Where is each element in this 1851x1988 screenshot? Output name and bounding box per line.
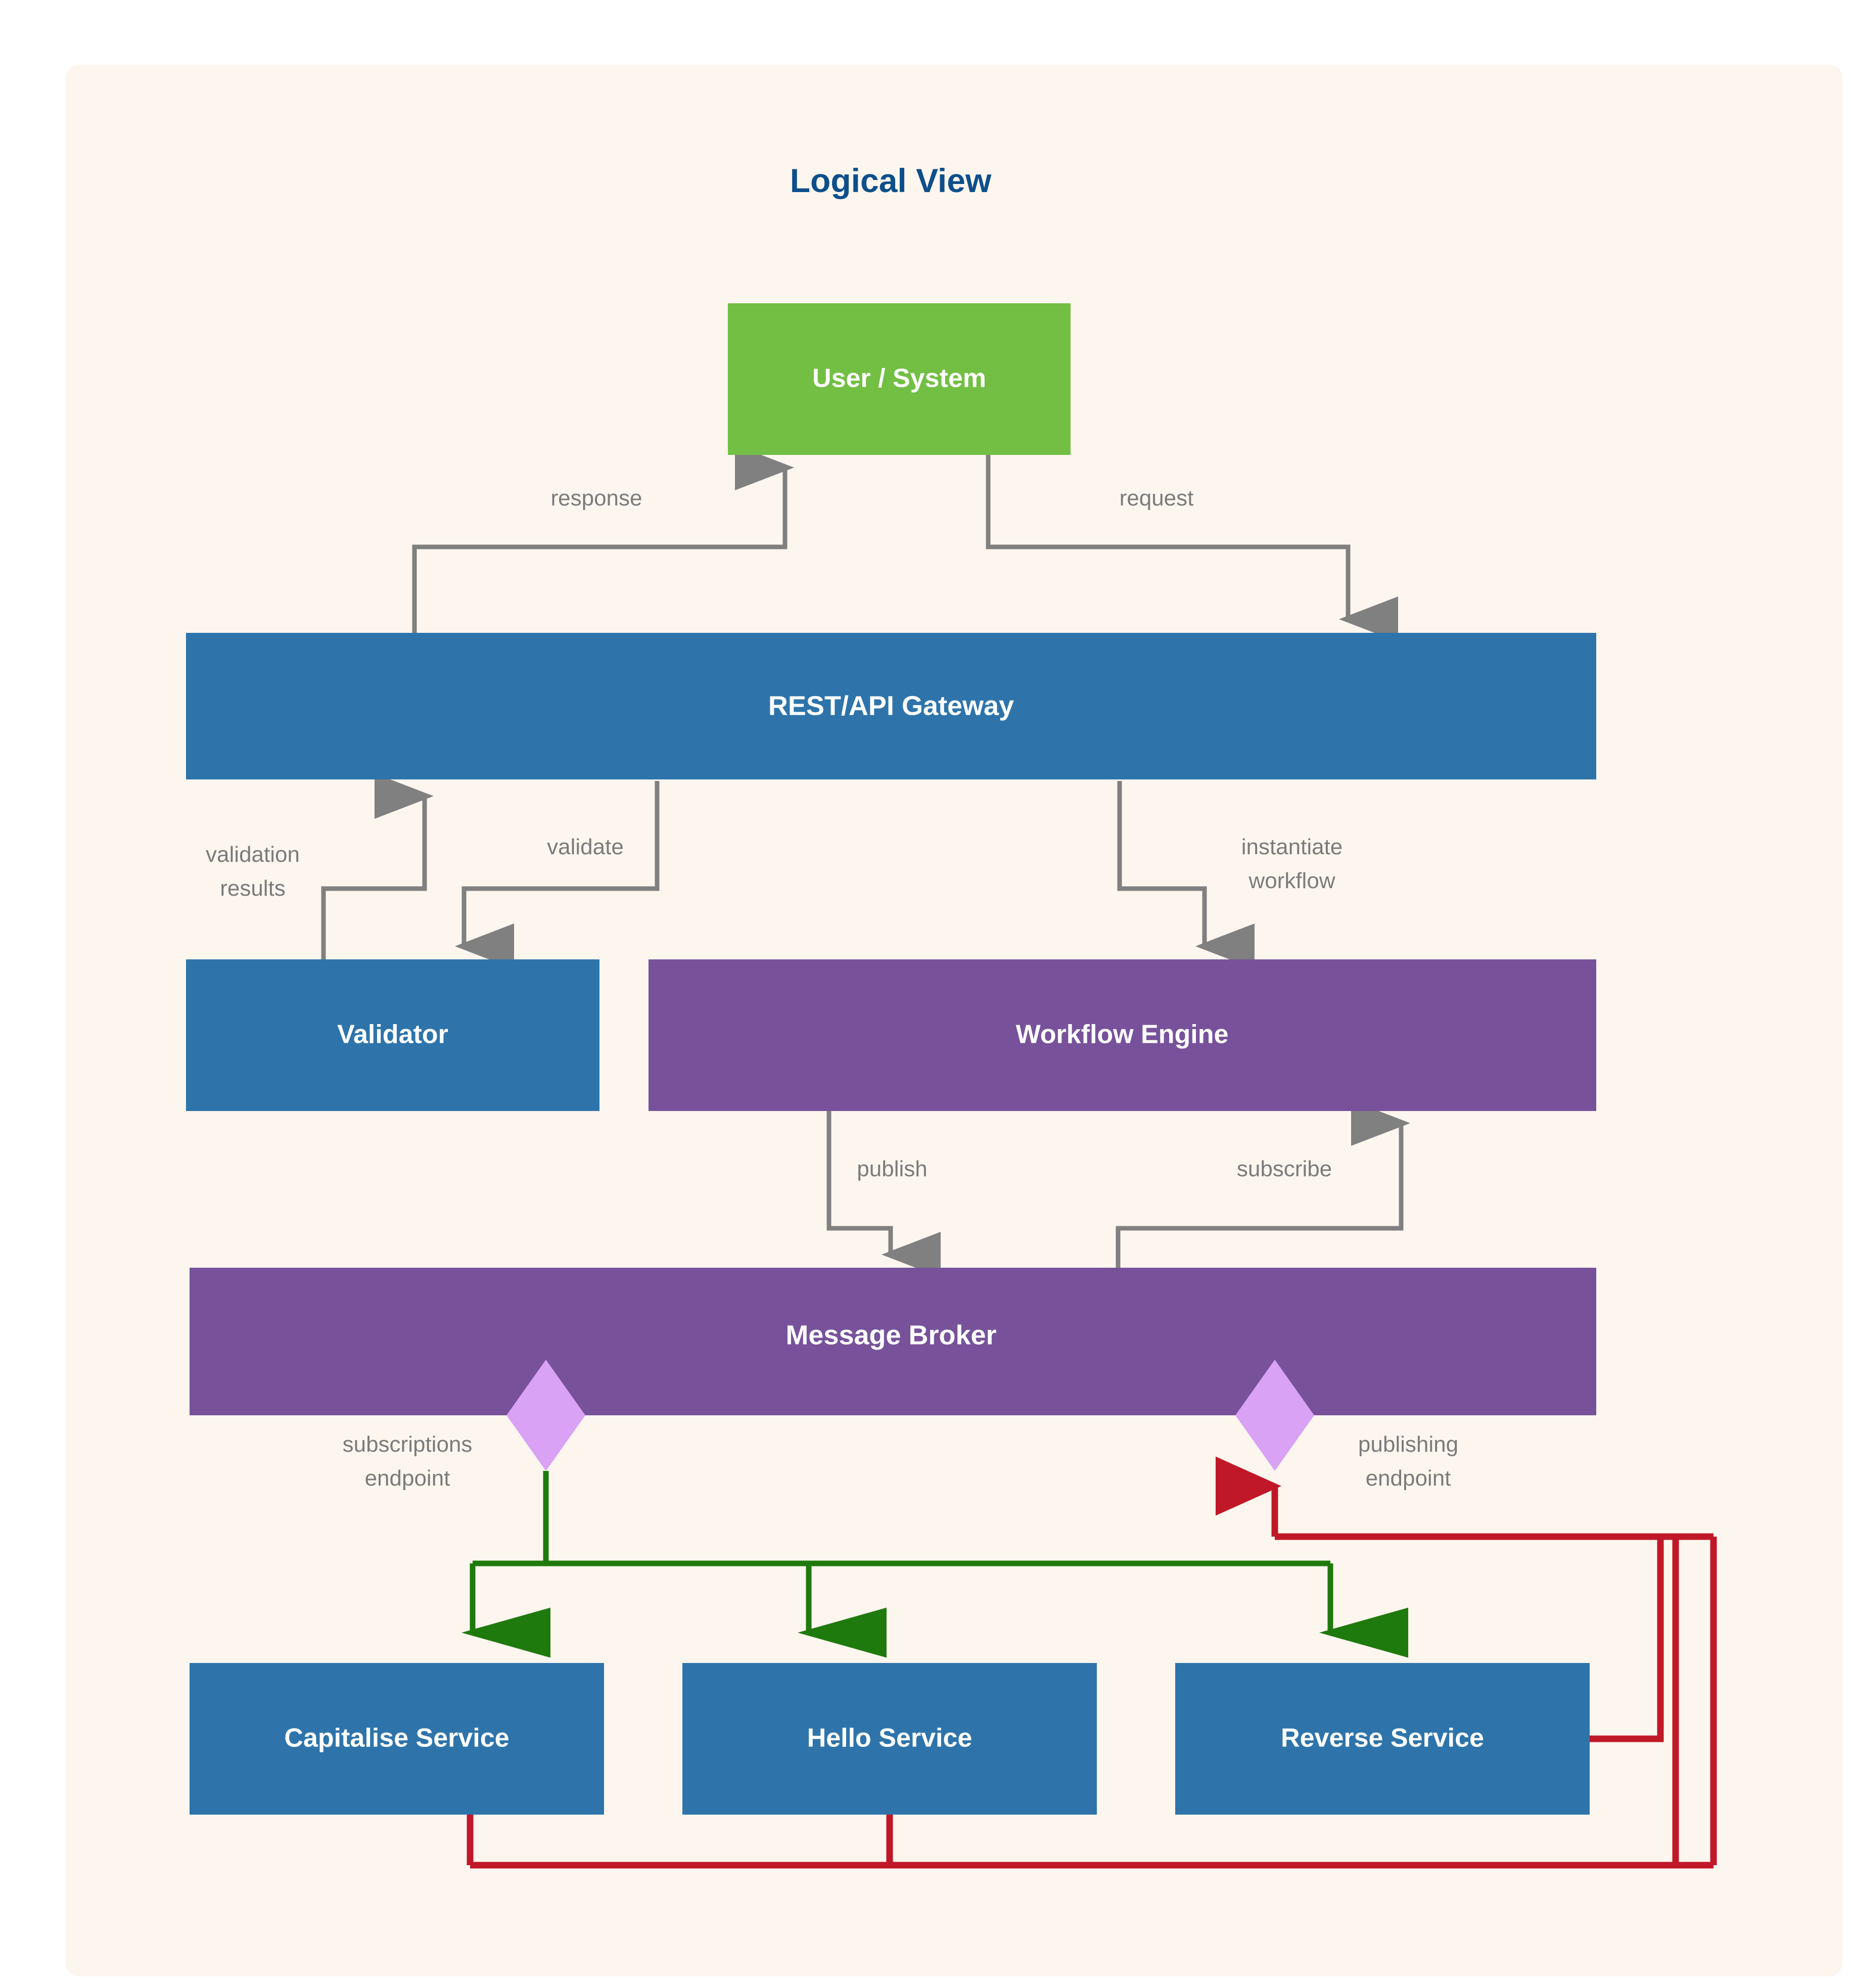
node-validator[interactable]: Validator [186, 959, 599, 1111]
node-user-system-label: User / System [812, 364, 986, 393]
node-rest-api-gateway-label: REST/API Gateway [768, 690, 1014, 721]
edge-label-publishing-endpoint-line2: endpoint [1366, 1466, 1451, 1491]
publishing-endpoint-diamond[interactable] [1235, 1360, 1314, 1471]
node-reverse-service-label: Reverse Service [1281, 1724, 1484, 1753]
node-user-system[interactable]: User / System [728, 303, 1071, 455]
edge-label-subscriptions-endpoint-line1: subscriptions [343, 1432, 473, 1457]
edge-response [412, 445, 794, 633]
edge-validate [455, 781, 660, 969]
edge-instantiate-workflow [1117, 781, 1255, 969]
edge-label-publish: publish [857, 1157, 927, 1181]
node-message-broker-label: Message Broker [785, 1320, 996, 1350]
edge-subscriptions-bus [473, 1471, 1330, 1566]
node-capitalise-service-label: Capitalise Service [284, 1724, 509, 1753]
subscriptions-endpoint-diamond[interactable] [506, 1360, 585, 1471]
node-workflow-engine-label: Workflow Engine [1016, 1020, 1229, 1049]
edge-label-validation-results-line1: validation [206, 842, 300, 867]
node-workflow-engine[interactable]: Workflow Engine [649, 959, 1596, 1111]
edge-subscribe [1116, 1100, 1410, 1268]
edge-label-validate: validate [547, 835, 624, 859]
node-validator-label: Validator [337, 1020, 448, 1049]
node-hello-service[interactable]: Hello Service [682, 1663, 1097, 1815]
edge-label-publishing-endpoint-line1: publishing [1358, 1432, 1458, 1457]
node-reverse-service[interactable]: Reverse Service [1175, 1663, 1590, 1815]
edge-label-validation-results-line2: results [220, 876, 286, 901]
edge-label-response: response [550, 486, 642, 511]
node-hello-service-label: Hello Service [807, 1724, 973, 1753]
edge-request [986, 455, 1398, 642]
edge-label-subscriptions-endpoint-line2: endpoint [365, 1466, 450, 1491]
node-message-broker[interactable]: Message Broker [190, 1268, 1596, 1415]
edge-label-request: request [1120, 486, 1194, 511]
page-title: Logical View [790, 162, 992, 199]
edge-label-instantiate-workflow-line2: workflow [1248, 868, 1335, 893]
edge-validation-results [321, 773, 434, 959]
node-capitalise-service[interactable]: Capitalise Service [190, 1663, 604, 1815]
edge-label-subscribe: subscribe [1237, 1157, 1332, 1181]
edge-publish [826, 1111, 941, 1277]
edge-reverse-service-return [1590, 1537, 1664, 1742]
node-rest-api-gateway[interactable]: REST/API Gateway [186, 633, 1596, 779]
edge-label-instantiate-workflow-line1: instantiate [1241, 835, 1343, 859]
